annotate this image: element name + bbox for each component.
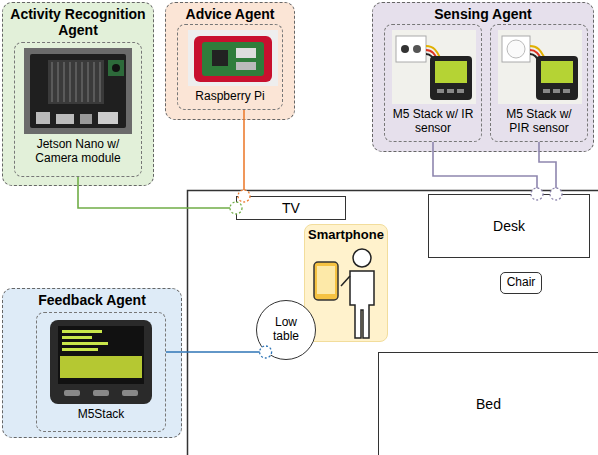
node-label: Jetson Nano w/ Camera module bbox=[19, 137, 137, 166]
connector-line bbox=[166, 351, 266, 353]
group-title: Advice Agent bbox=[170, 6, 290, 22]
raspberry-pi-photo bbox=[188, 30, 278, 86]
furniture-box: TV bbox=[236, 196, 346, 220]
group-title: Sensing Agent bbox=[377, 6, 589, 22]
placement-marker bbox=[550, 188, 562, 200]
placement-marker bbox=[531, 188, 543, 200]
room-wall bbox=[188, 191, 598, 455]
m5stack-ir-photo bbox=[392, 30, 476, 104]
group-title: Feedback Agent bbox=[7, 292, 177, 308]
node-label: TV bbox=[282, 200, 300, 216]
m5stack-pir-photo bbox=[498, 30, 582, 104]
node-label: Desk bbox=[493, 218, 525, 234]
node-label: Smartphone bbox=[305, 228, 387, 243]
node-label: M5Stack bbox=[41, 407, 161, 421]
connector-line bbox=[243, 110, 245, 196]
node-label: Bed bbox=[476, 396, 501, 412]
group-title: Activity Recognition Agent bbox=[7, 6, 149, 38]
node-label: Chair bbox=[507, 276, 536, 289]
jetson-nano-photo bbox=[24, 48, 132, 134]
placement-marker bbox=[238, 190, 250, 202]
placement-marker bbox=[260, 346, 272, 358]
furniture-box: Bed bbox=[378, 352, 598, 455]
placement-marker bbox=[230, 202, 242, 214]
node-label: Raspberry Pi bbox=[182, 89, 278, 103]
node-label: Low table bbox=[265, 316, 307, 344]
node-label: M5 Stack w/ PIR sensor bbox=[495, 107, 583, 136]
node-label: M5 Stack w/ IR sensor bbox=[389, 107, 477, 136]
m5stack-feedback-photo bbox=[50, 320, 152, 404]
furniture-box: Desk bbox=[428, 194, 590, 258]
furniture-box: Chair bbox=[500, 272, 542, 294]
